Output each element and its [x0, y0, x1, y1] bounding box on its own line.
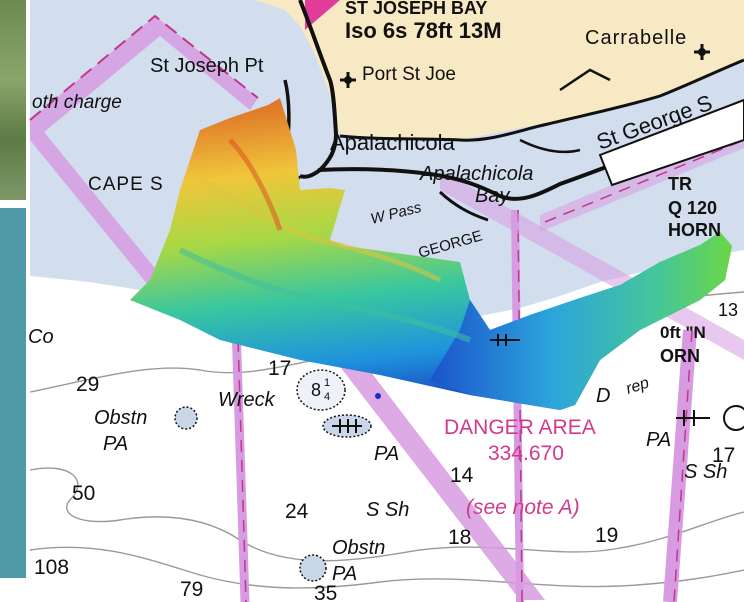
light-characteristic-label: Iso 6s 78ft 13M — [345, 18, 502, 43]
obstruction-symbol[interactable] — [299, 554, 327, 582]
frame-gap — [26, 0, 30, 602]
sounding: 50 — [72, 482, 95, 505]
pa-label: PA — [374, 443, 399, 465]
restricted-boundary-3 — [673, 329, 693, 602]
obstruction-label: Obstn — [332, 537, 385, 559]
wreck-depth-fraction-den: 4 — [324, 391, 330, 403]
bathymetry-survey-east — [430, 232, 732, 410]
survey-point[interactable] — [375, 393, 381, 399]
tower-char-label: Q 120 — [668, 198, 717, 218]
bathymetry-ridge-3 — [228, 138, 283, 231]
restricted-area-line-2 — [511, 209, 524, 602]
wreck-hazard-icon — [332, 419, 362, 433]
frame-sidebar — [0, 208, 26, 578]
frame-corner — [0, 578, 26, 602]
booth-charge-label: oth charge — [32, 92, 122, 113]
restricted-boundary-2 — [517, 209, 523, 602]
restricted-area-band-west — [30, 16, 258, 312]
pa-label: PA — [646, 429, 671, 451]
place-st-joseph-pt: St Joseph Pt — [150, 55, 264, 77]
wreck-depth-fraction-num: 1 — [324, 377, 330, 389]
place-apalachicola-bay-2: Bay — [475, 185, 510, 207]
n-light-label: 0ft "N — [660, 323, 706, 342]
light-sector-flare — [305, 0, 340, 30]
bathymetry-ridge-2 — [178, 247, 472, 343]
wreck-hazard-icon — [490, 334, 520, 346]
sounding-13: 13 — [718, 300, 738, 320]
pa-label: PA — [332, 563, 357, 585]
wreck-label: Wreck — [218, 389, 276, 411]
see-note-label: (see note A) — [466, 496, 580, 519]
wreck-depth-label: 8 — [311, 380, 321, 400]
sounding: 17 — [712, 444, 735, 467]
place-co: Co — [28, 326, 54, 348]
rep-label: rep — [624, 374, 651, 397]
horn-label-top: HORN — [668, 220, 721, 240]
sounding: 18 — [448, 526, 471, 549]
wreck-hazard-icon — [676, 410, 710, 426]
sounding: 19 — [595, 524, 618, 547]
restricted-boundary-west — [29, 14, 259, 121]
shoal-label: S Sh — [366, 499, 409, 521]
sounding: 35 — [314, 582, 337, 602]
obstruction-symbol[interactable] — [174, 406, 198, 430]
restricted-area-line-3 — [663, 329, 697, 602]
restricted-boundary-ne — [544, 139, 744, 223]
st-george-island-land — [598, 98, 744, 187]
aerial-photo-strip — [0, 0, 26, 200]
coastline-mainland — [339, 58, 744, 142]
horn-label-bottom: ORN — [660, 346, 700, 366]
bathymetry-ridge-1 — [198, 177, 442, 283]
obstruction-label: Obstn — [94, 407, 147, 429]
sounding: 24 — [285, 500, 309, 523]
depth-contour-3 — [29, 546, 744, 589]
tower-label: TR — [668, 174, 692, 194]
wreck-depth-symbol[interactable] — [296, 369, 346, 411]
danger-area-label: DANGER AREA — [444, 416, 596, 439]
pa-label: PA — [103, 433, 128, 455]
place-apalachicola-bay: Apalachicola — [419, 163, 533, 185]
depth-contour-2 — [29, 467, 744, 562]
place-cape-san-blas: CAPE S — [88, 174, 164, 195]
sounding: 14 — [450, 464, 474, 487]
danger-area-frequency: 334.670 — [488, 442, 564, 465]
light-name-label: ST JOSEPH BAY — [345, 0, 487, 18]
sounding: 79 — [180, 578, 203, 601]
sounding: 17 — [268, 357, 291, 380]
place-apalachicola: Apalachicola — [330, 130, 456, 155]
shoal-label: S Sh — [684, 461, 727, 483]
danger-letter: D — [596, 385, 610, 407]
port-st-joe-dot — [344, 76, 352, 84]
coastline-pass — [438, 190, 489, 222]
restricted-boundary-1 — [231, 139, 247, 602]
river-channel — [559, 68, 611, 92]
sounding: 108 — [34, 556, 69, 579]
sounding: 29 — [76, 373, 99, 396]
river-mouth — [519, 138, 581, 154]
buoy-symbol[interactable] — [723, 405, 744, 431]
place-carrabelle: Carrabelle — [585, 27, 687, 49]
coastline-st-joseph — [298, 0, 339, 179]
place-port-st-joe: Port St Joe — [362, 64, 456, 85]
carrabelle-dot — [698, 48, 706, 56]
